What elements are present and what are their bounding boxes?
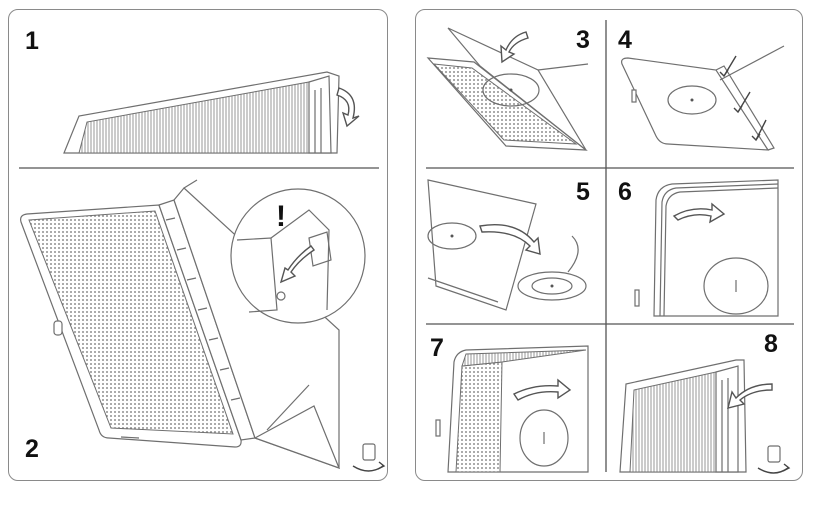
zoom-arrow-icon	[279, 245, 316, 284]
slide-arrow-icon	[672, 202, 726, 224]
left-panel-illustrations	[19, 71, 386, 472]
step-number-6: 6	[618, 178, 632, 206]
step-2-illustration	[20, 179, 386, 472]
step-7-illustration	[435, 345, 589, 473]
step-8-illustration	[619, 359, 791, 474]
step-5-illustration	[427, 179, 587, 311]
rotate-device-icon	[757, 445, 791, 474]
step-3-illustration	[426, 27, 589, 151]
fold-arrow-icon	[512, 378, 572, 401]
fold-arrow-icon	[336, 87, 360, 128]
warning-symbol: !	[276, 200, 286, 233]
right-panel-illustrations	[426, 20, 794, 474]
step-6-illustration	[634, 179, 779, 317]
step-number-3: 3	[576, 26, 590, 54]
fold-arrow-icon	[500, 31, 529, 64]
step-1-illustration	[63, 71, 360, 154]
step-number-1: 1	[25, 27, 39, 55]
step-4-illustration	[621, 45, 785, 151]
right-instruction-panel: 3 4 5 6 7 8	[415, 9, 803, 481]
fold-arrow-icon	[727, 383, 773, 409]
step-number-8: 8	[764, 330, 778, 358]
step-number-2: 2	[25, 435, 39, 463]
step-number-5: 5	[576, 178, 590, 206]
transfer-arrow-icon	[479, 224, 541, 255]
step-number-4: 4	[618, 26, 632, 54]
home-button-icon	[53, 320, 63, 336]
zoom-detail-circle	[230, 188, 366, 324]
left-instruction-panel: 1 2 !	[8, 9, 388, 481]
rotate-device-icon	[352, 443, 386, 472]
step-number-7: 7	[430, 334, 444, 362]
